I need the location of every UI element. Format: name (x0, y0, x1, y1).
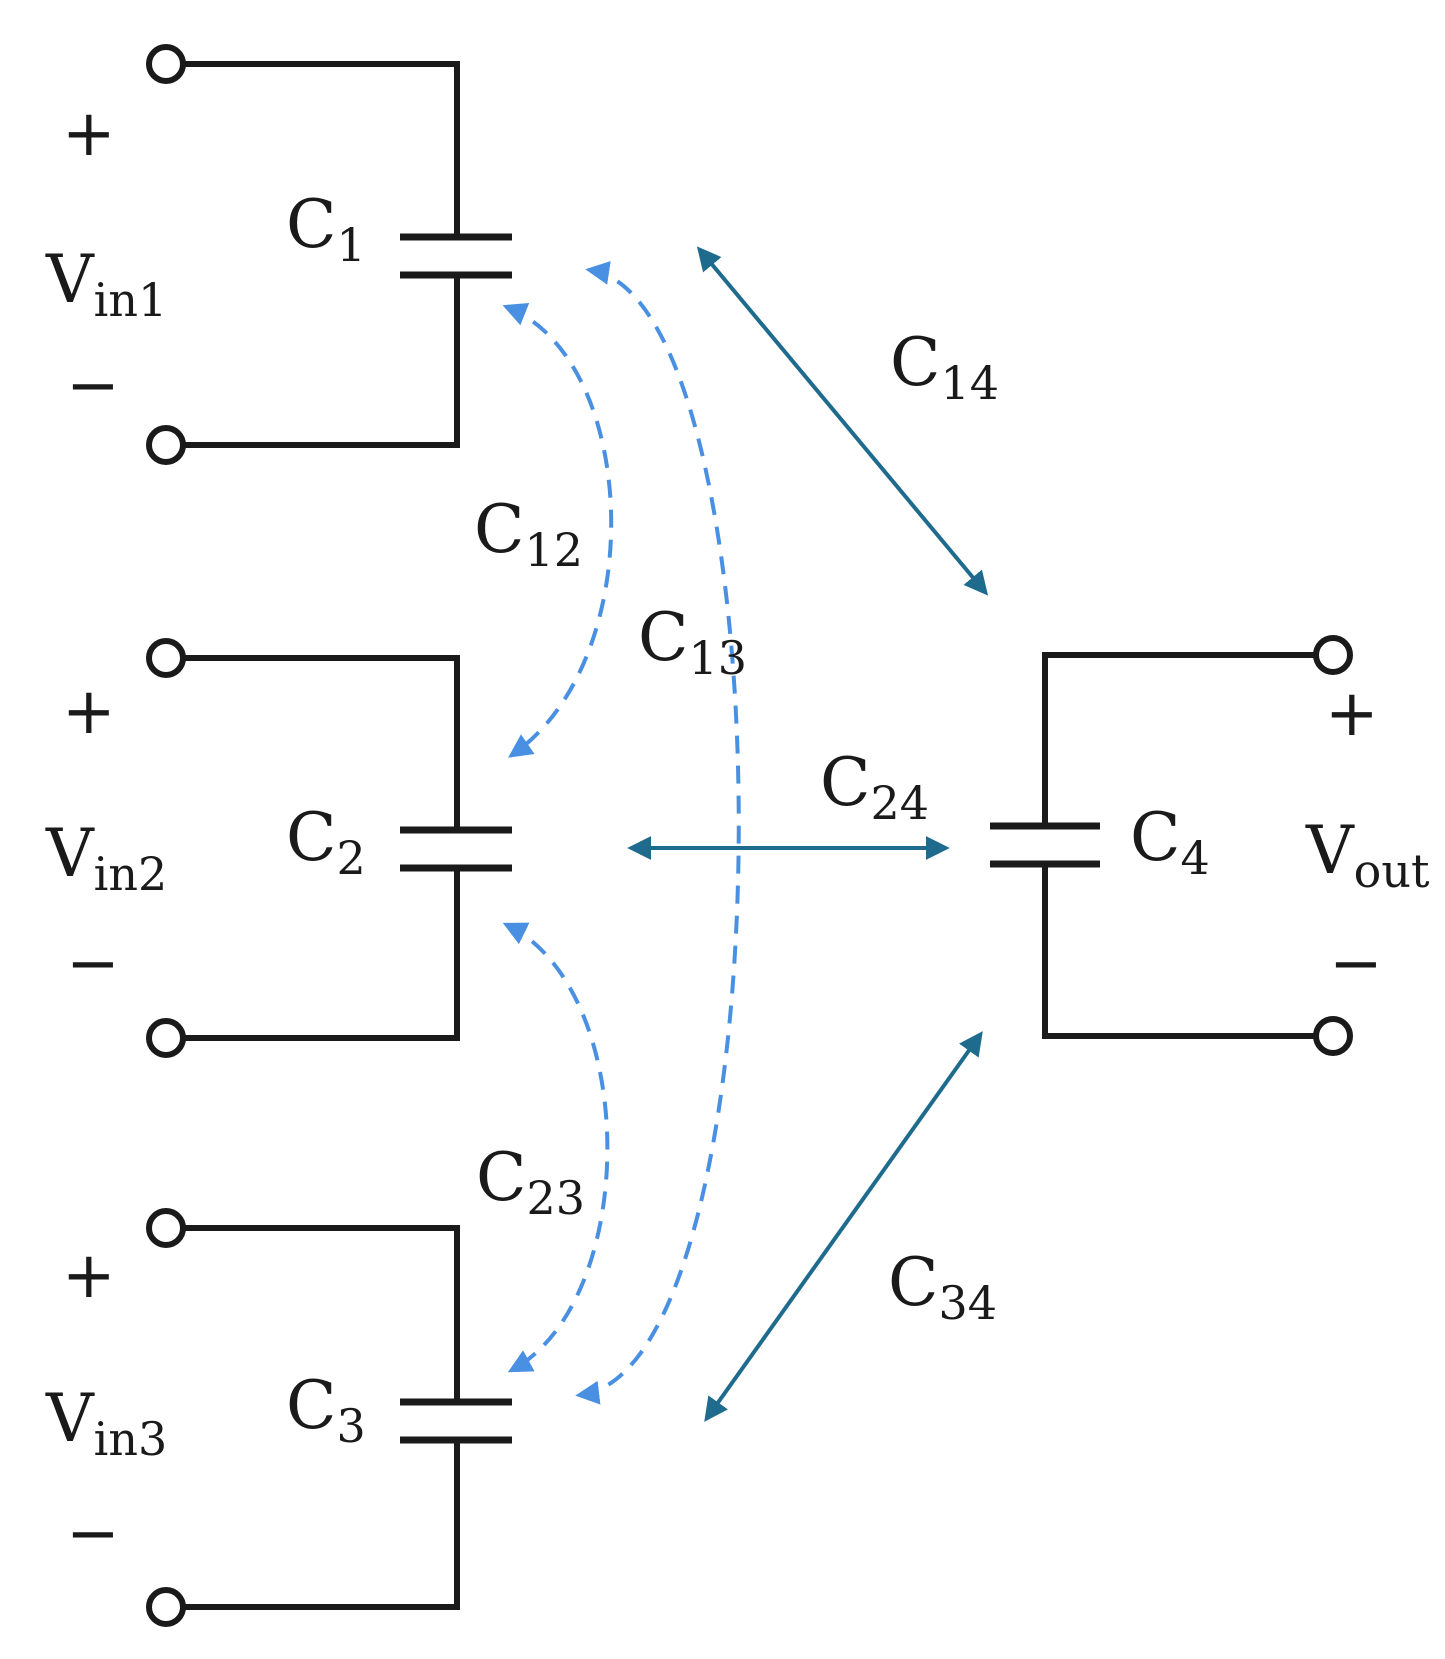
wire-top-1 (169, 61, 460, 240)
plus-sign-1: + (62, 97, 116, 171)
label-c4: C4 (1130, 799, 1210, 885)
terminal-minus-3 (146, 1587, 186, 1627)
label-vout: Vout (1305, 812, 1430, 898)
plus-sign-2: + (62, 675, 116, 749)
terminal-plus-out (1313, 635, 1353, 675)
output-branch: + − Vout C4 (990, 635, 1430, 1056)
minus-sign-1: − (66, 349, 120, 423)
solid-couplings (627, 246, 989, 1422)
minus-sign-2: − (66, 927, 120, 1001)
wire-bottom-2 (169, 865, 460, 1041)
label-c34: C34 (888, 1244, 997, 1330)
label-vin3: Vin3 (45, 1380, 167, 1466)
label-c13: C13 (638, 599, 747, 685)
coupling-labels: C14 C12 C13 C24 C23 C34 (474, 324, 999, 1330)
input-branch-1: + − Vin1 C1 (45, 44, 512, 465)
label-vin1: Vin1 (45, 241, 167, 327)
plus-sign-3: + (62, 1239, 116, 1313)
label-c3: C3 (286, 1367, 366, 1453)
arrow-c34 (704, 1031, 983, 1422)
input-branch-3: + − Vin3 C3 (45, 1208, 512, 1627)
label-c14: C14 (890, 324, 999, 410)
wire-bottom-3 (169, 1437, 460, 1610)
label-vin2: Vin2 (45, 815, 167, 901)
arrow-c14 (696, 246, 989, 596)
label-c23: C23 (476, 1139, 585, 1225)
terminal-minus-2 (146, 1018, 186, 1058)
terminal-plus-3 (146, 1208, 186, 1248)
wire-top-2 (169, 655, 460, 833)
arrow-c13 (575, 261, 741, 1405)
dashed-couplings (502, 261, 741, 1405)
wire-bottom-1 (169, 272, 460, 448)
terminal-minus-1 (146, 425, 186, 465)
label-c2: C2 (286, 799, 366, 885)
wire-top-3 (169, 1225, 460, 1405)
minus-sign-out: − (1329, 927, 1383, 1001)
label-c24: C24 (820, 744, 929, 830)
label-c12: C12 (474, 491, 583, 577)
terminal-plus-1 (146, 44, 186, 84)
terminal-plus-2 (146, 638, 186, 678)
arrow-c12 (502, 303, 614, 758)
input-branch-2: + − Vin2 C2 (45, 638, 512, 1058)
minus-sign-3: − (66, 1497, 120, 1571)
terminal-minus-out (1313, 1016, 1353, 1056)
wire-bottom-out (1042, 861, 1317, 1039)
label-c1: C1 (286, 186, 366, 272)
wire-top-out (1042, 652, 1317, 829)
plus-sign-out: + (1325, 677, 1379, 751)
